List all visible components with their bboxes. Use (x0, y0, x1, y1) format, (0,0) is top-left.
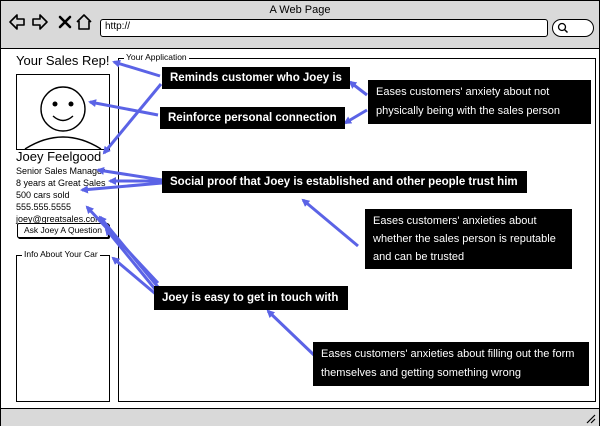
avatar (16, 74, 110, 150)
resize-grip-icon[interactable] (584, 412, 596, 424)
callout-reinforce: Reinforce personal connection (160, 107, 345, 129)
smiley-face-icon (24, 86, 102, 150)
rep-phone[interactable]: 555.555.5555 (16, 202, 72, 212)
status-bar (1, 408, 599, 426)
rep-name: Joey Feelgood (16, 149, 102, 164)
rep-cars-sold: 500 cars sold (16, 190, 70, 200)
window-title: A Web Page (269, 4, 331, 16)
callout-contact: Joey is easy to get in touch with (154, 286, 348, 310)
search-box[interactable] (552, 19, 594, 37)
sales-rep-heading: Your Sales Rep! (16, 53, 110, 68)
back-arrow-icon[interactable] (8, 13, 26, 31)
rep-tenure: 8 years at Great Sales (16, 178, 106, 188)
address-bar[interactable]: http:// (100, 19, 548, 37)
callout-social-proof: Social proof that Joey is established an… (162, 171, 527, 193)
ask-question-button[interactable]: Ask Joey A Question (17, 223, 109, 238)
address-text: http:// (105, 21, 131, 32)
forward-arrow-icon[interactable] (31, 13, 49, 31)
car-info-label: Info About Your Car (22, 249, 100, 259)
callout-reminds: Reminds customer who Joey is (162, 67, 350, 89)
rep-email[interactable]: joey@greatsales.com (16, 214, 103, 224)
callout-reputable: Eases customers' anxieties about whether… (365, 209, 572, 269)
rep-role: Senior Sales Manager (16, 166, 106, 176)
home-icon[interactable] (75, 13, 93, 31)
title-bar: A Web Page http:// (1, 1, 599, 49)
application-label: Your Application (124, 52, 189, 62)
callout-eases-anxiety: Eases customers' anxiety about not physi… (368, 80, 591, 124)
car-info-panel (16, 255, 110, 402)
stop-x-icon[interactable] (56, 13, 74, 31)
search-icon (557, 22, 569, 34)
callout-form: Eases customers' anxieties about filling… (313, 342, 589, 386)
